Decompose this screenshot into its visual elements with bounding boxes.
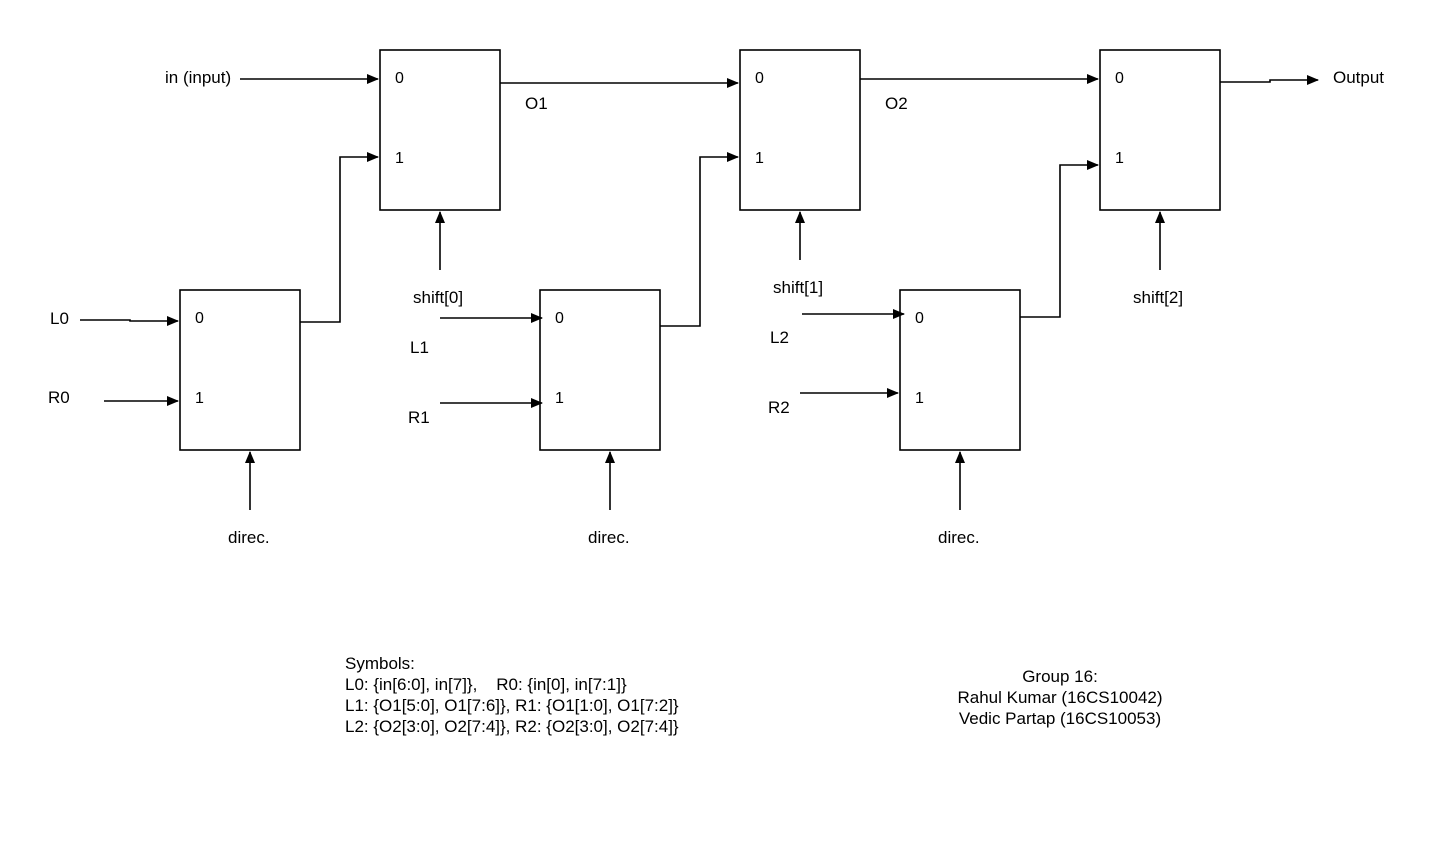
wire-dmux0-to-mux0 xyxy=(300,152,379,323)
shift-mux-1: 0 1 xyxy=(739,49,861,211)
r1-label: R1 xyxy=(408,408,430,427)
port-0-label: 0 xyxy=(755,70,764,87)
wire-output xyxy=(1220,75,1319,85)
group-title: Group 16: xyxy=(1022,667,1098,686)
port-0-label: 0 xyxy=(1115,70,1124,87)
port-1-label: 1 xyxy=(755,150,764,167)
port-1-label: 1 xyxy=(195,390,204,407)
l0-label: L0 xyxy=(50,309,69,328)
shift-mux-2: 0 1 xyxy=(1099,49,1221,211)
port-0-label: 0 xyxy=(915,310,924,327)
o1-label: O1 xyxy=(525,94,548,113)
direction-mux-1: 0 1 xyxy=(539,289,661,451)
port-1-label: 1 xyxy=(915,390,924,407)
symbols-line-3: L2: {O2[3:0], O2[7:4]}, R2: {O2[3:0], O2… xyxy=(345,717,679,736)
shift0-label: shift[0] xyxy=(413,288,463,307)
l2-label: L2 xyxy=(770,328,789,347)
input-label: in (input) xyxy=(165,68,231,87)
group-member-1: Rahul Kumar (16CS10042) xyxy=(957,688,1163,707)
direction-mux-0: 0 1 xyxy=(179,289,301,451)
shift2-label: shift[2] xyxy=(1133,288,1183,307)
group-credits: Group 16: Rahul Kumar (16CS10042) Vedic … xyxy=(940,666,1180,729)
shift-mux-0: 0 1 xyxy=(379,49,501,211)
wire-l0 xyxy=(80,316,179,326)
shift1-label: shift[1] xyxy=(773,278,823,297)
o2-label: O2 xyxy=(885,94,908,113)
symbols-line-2: L1: {O1[5:0], O1[7:6]}, R1: {O1[1:0], O1… xyxy=(345,696,679,715)
r2-label: R2 xyxy=(768,398,790,417)
port-0-label: 0 xyxy=(555,310,564,327)
direction-mux-2: 0 1 xyxy=(899,289,1021,451)
symbols-line-1: L0: {in[6:0], in[7]}, R0: {in[0], in[7:1… xyxy=(345,675,627,694)
direc2-label: direc. xyxy=(938,528,980,547)
wire-dmux1-to-mux1 xyxy=(660,152,739,327)
symbols-legend: Symbols: L0: {in[6:0], in[7]}, R0: {in[0… xyxy=(345,653,679,737)
output-label: Output xyxy=(1333,68,1384,87)
direc1-label: direc. xyxy=(588,528,630,547)
group-member-2: Vedic Partap (16CS10053) xyxy=(958,709,1162,728)
l1-label: L1 xyxy=(410,338,429,357)
port-1-label: 1 xyxy=(395,150,404,167)
r0-label: R0 xyxy=(48,388,70,407)
port-0-label: 0 xyxy=(395,70,404,87)
direc0-label: direc. xyxy=(228,528,270,547)
port-1-label: 1 xyxy=(1115,150,1124,167)
port-1-label: 1 xyxy=(555,390,564,407)
symbols-title: Symbols: xyxy=(345,654,415,673)
wire-dmux2-to-mux2 xyxy=(1020,160,1099,318)
port-0-label: 0 xyxy=(195,310,204,327)
